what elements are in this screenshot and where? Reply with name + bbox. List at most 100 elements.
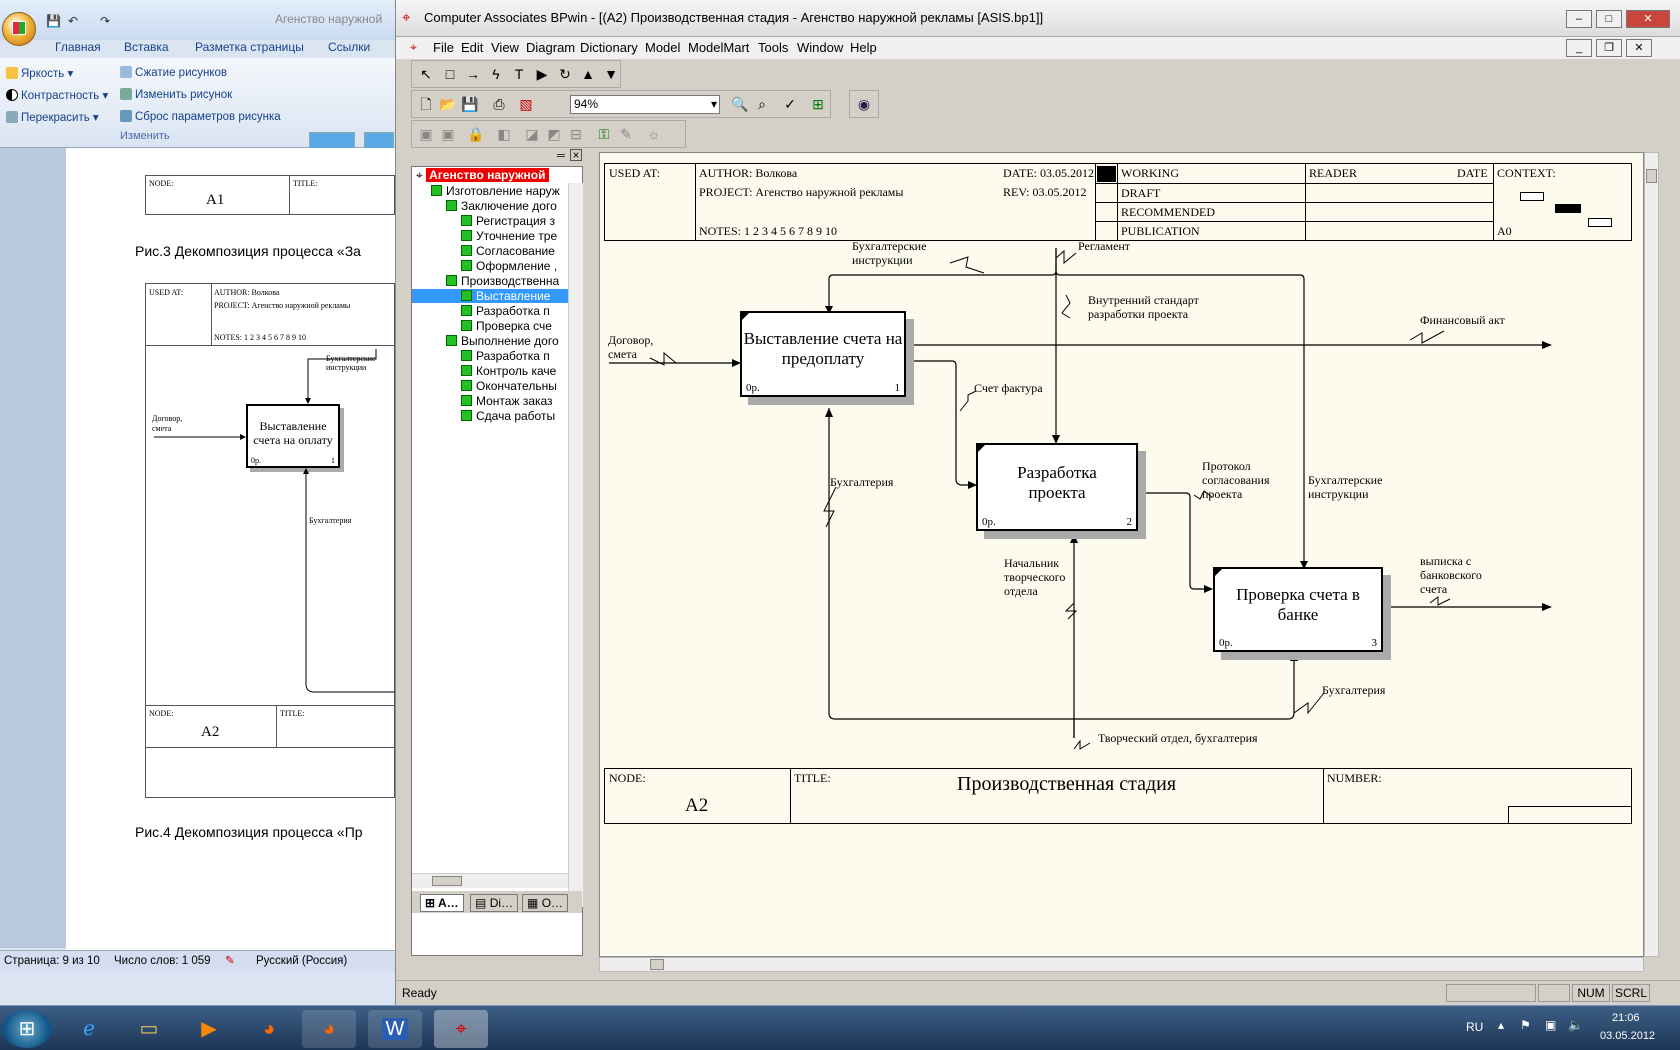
play-icon[interactable]: ▶ — [536, 66, 548, 82]
tree-item[interactable]: Регистрация з — [461, 214, 555, 228]
tab-references[interactable]: Ссылки — [328, 40, 371, 54]
label-fin-act[interactable]: Финансовый акт — [1420, 313, 1505, 327]
tree-item[interactable]: Изготовление наруж — [431, 184, 560, 198]
activity-box-1[interactable]: Выставление счета на предоплату 0р. 1 — [740, 311, 906, 397]
tree-item[interactable]: Выставление — [412, 289, 568, 303]
text-tool-icon[interactable]: T — [514, 66, 524, 82]
print-icon[interactable]: ⎙ — [493, 96, 505, 112]
label-protokol[interactable]: Протокол согласования проекта — [1202, 459, 1270, 501]
tree-item[interactable]: Уточнение тре — [461, 229, 557, 243]
tree-root[interactable]: ⌖ Агенство наружной — [416, 168, 549, 183]
tab-activities[interactable]: ⊞ A… — [420, 894, 464, 912]
menu-diagram[interactable]: Diagram — [526, 40, 576, 55]
taskbar-word[interactable]: W — [368, 1010, 422, 1048]
menu-model[interactable]: Model — [645, 40, 681, 55]
spellcheck-icon[interactable]: ✓ — [784, 96, 796, 112]
compress-button[interactable]: Сжатие рисунков — [120, 66, 227, 79]
color-icon[interactable]: ▧ — [519, 96, 533, 112]
volume-icon[interactable]: 🔈 — [1568, 1018, 1583, 1032]
save-icon[interactable]: 💾 — [461, 96, 479, 112]
label-reglament[interactable]: Регламент — [1078, 239, 1131, 253]
menu-dictionary[interactable]: Dictionary — [580, 40, 638, 55]
go-up-icon[interactable]: ▲ — [581, 66, 595, 82]
office-button[interactable] — [2, 12, 36, 46]
show-hidden-icon[interactable]: ▴ — [1498, 1018, 1505, 1032]
activity-box-3[interactable]: Проверка счета в банке 0р. 3 — [1213, 567, 1383, 652]
menu-view[interactable]: View — [491, 40, 519, 55]
tree-vscrollbar[interactable] — [568, 183, 583, 907]
close-icon[interactable]: × — [570, 149, 582, 161]
zoom-fit-icon[interactable]: ⌕ — [758, 96, 766, 112]
undo-icon[interactable]: ↶ — [68, 14, 79, 28]
child-close-button[interactable]: ✕ — [1626, 39, 1652, 57]
status-language[interactable]: Русский (Россия) — [256, 955, 348, 967]
tree-item[interactable]: Выполнение дого — [446, 334, 559, 348]
reset-picture-button[interactable]: Сброс параметров рисунка — [120, 110, 281, 123]
recolor-button[interactable]: Перекрасить ▾ — [6, 110, 99, 124]
menu-tools[interactable]: Tools — [758, 40, 789, 55]
mm-icon-9[interactable]: ✎ — [620, 126, 632, 142]
start-button[interactable]: ⊞ — [2, 1010, 52, 1048]
change-picture-button[interactable]: Изменить рисунок — [120, 88, 232, 101]
taskbar-ie[interactable]: ℯ — [62, 1010, 116, 1048]
contrast-button[interactable]: Контрастность ▾ — [6, 88, 108, 102]
menu-window[interactable]: Window — [797, 40, 844, 55]
mm-connect-icon[interactable]: ▣ — [419, 126, 433, 142]
label-nachalnik[interactable]: Начальник творческого отдела — [1004, 556, 1066, 598]
model-explorer-icon[interactable]: ⊞ — [812, 96, 824, 112]
child-restore-button[interactable]: ❐ — [1596, 39, 1622, 57]
taskbar-bpwin[interactable]: ⌖ — [434, 1010, 488, 1048]
taskbar-firefox[interactable]: ◕ — [242, 1010, 296, 1048]
tree-hscroll-thumb[interactable] — [432, 876, 462, 886]
label-tvorch-buh[interactable]: Творческий отдел, бухгалтерия — [1098, 731, 1258, 745]
mm-icon-10[interactable]: ☼ — [647, 126, 661, 142]
zoom-select[interactable]: 94%▾ — [570, 95, 720, 114]
lock-icon[interactable]: 🔒 — [467, 126, 485, 142]
tab-insert[interactable]: Вставка — [124, 40, 169, 54]
tree-item[interactable]: Монтаж заказ — [461, 394, 553, 408]
tab-diagrams[interactable]: ▤ Di… — [470, 894, 519, 912]
squiggle-icon[interactable]: ϟ — [492, 66, 500, 82]
open-folder-icon[interactable]: 📂 — [439, 96, 457, 112]
brightness-button[interactable]: Яркость ▾ — [6, 66, 73, 80]
mm-icon-8[interactable]: ⚿ — [598, 126, 610, 142]
hscroll-thumb[interactable] — [650, 959, 664, 970]
canvas-vscrollbar[interactable] — [1644, 152, 1659, 957]
flag-icon[interactable]: ⚑ — [1520, 1018, 1531, 1032]
label-schet-faktura[interactable]: Счет фактура — [974, 381, 1043, 395]
mm-disconnect-icon[interactable]: ▣ — [441, 126, 455, 142]
label-vypiska[interactable]: выписка с банковского счета — [1420, 554, 1482, 596]
redo-icon[interactable]: ↷ — [100, 14, 111, 28]
save-icon[interactable]: 💾 — [46, 14, 61, 28]
refresh-icon[interactable]: ↻ — [559, 66, 571, 82]
mm-icon-7[interactable]: ⊟ — [570, 126, 582, 142]
zoom-in-icon[interactable]: 🔍 — [731, 96, 749, 112]
menu-edit[interactable]: Edit — [461, 40, 484, 55]
label-buh-1[interactable]: Бухгалтерия — [830, 475, 894, 489]
vscroll-thumb[interactable] — [1646, 169, 1657, 183]
canvas-hscrollbar[interactable] — [599, 957, 1644, 972]
spellcheck-icon[interactable]: ✎ — [225, 955, 235, 967]
mm-icon-6[interactable]: ◩ — [547, 126, 561, 142]
tree-item[interactable]: Контроль каче — [461, 364, 556, 378]
label-buh-2[interactable]: Бухгалтерия — [1322, 683, 1386, 697]
language-indicator[interactable]: RU — [1466, 1020, 1484, 1034]
tab-objects[interactable]: ▦ O… — [522, 894, 569, 912]
label-dogovor[interactable]: Договор, смета — [608, 333, 654, 361]
tree-item[interactable]: Разработка п — [461, 304, 550, 318]
modelmart-icon[interactable]: ◉ — [857, 96, 871, 112]
activity-box-2[interactable]: Разработка проекта 0р. 2 — [976, 443, 1138, 531]
tree-item[interactable]: Оформление , — [461, 259, 557, 273]
taskbar-media[interactable]: ▶ — [182, 1010, 236, 1048]
close-button[interactable]: ✕ — [1626, 10, 1670, 28]
menu-modelmart[interactable]: ModelMart — [688, 40, 750, 55]
mm-icon-5[interactable]: ◪ — [525, 126, 539, 142]
pointer-icon[interactable]: ↖ — [420, 66, 432, 82]
maximize-button[interactable]: □ — [1596, 10, 1622, 28]
status-page[interactable]: Страница: 9 из 10 — [4, 955, 100, 967]
taskbar-firefox-2[interactable]: ◕ — [302, 1010, 356, 1048]
tree-hscrollbar[interactable] — [412, 873, 568, 888]
minimize-button[interactable]: – — [1566, 10, 1592, 28]
menu-file[interactable]: File — [433, 40, 454, 55]
tree-item[interactable]: Проверка сче — [461, 319, 552, 333]
